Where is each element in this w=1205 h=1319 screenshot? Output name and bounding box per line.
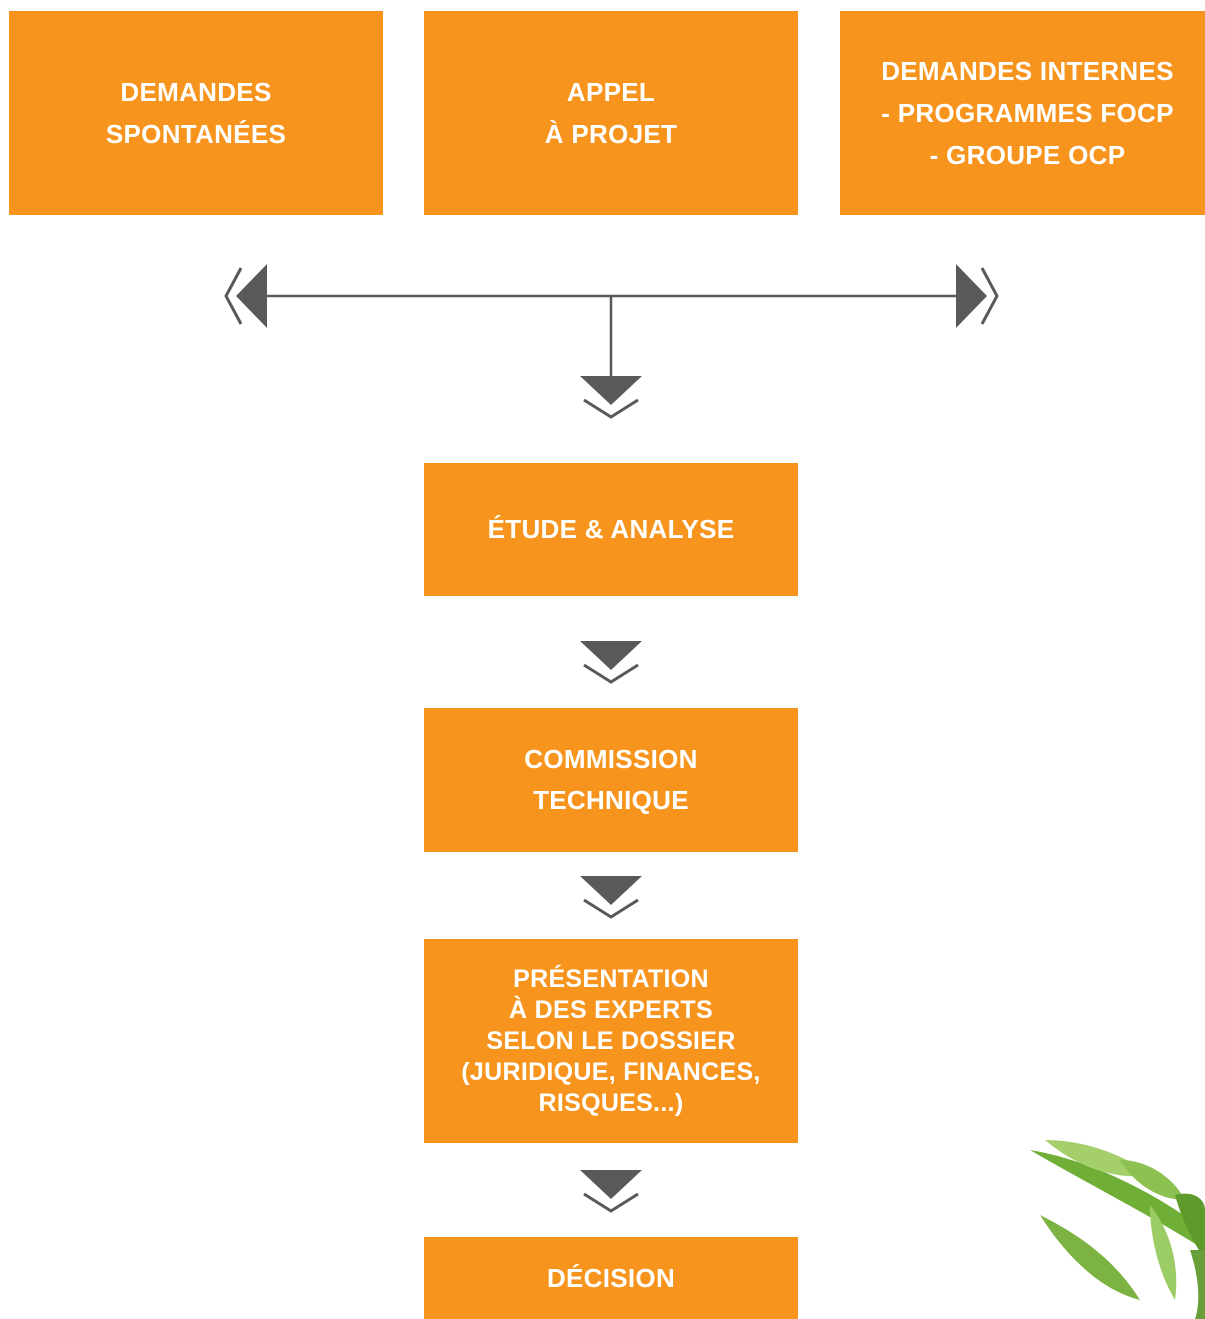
box-line: APPEL [566,77,656,107]
box-line: TECHNIQUE [533,785,689,815]
left-double-chevron-icon [224,264,267,328]
plant-leaves-icon [1030,1140,1205,1319]
box-line: DEMANDES [120,77,272,107]
down-double-chevron-icon [580,376,642,419]
box-line: COMMISSION [524,744,698,774]
box-decision: DÉCISION [424,1237,798,1319]
box-line: RISQUES...) [538,1088,684,1117]
box-line: (JURIDIQUE, FINANCES, [461,1057,761,1086]
down-double-chevron-icon [580,641,642,684]
box-demandes-spontanees: DEMANDES SPONTANÉES [9,11,383,215]
down-double-chevron-icon [580,876,642,919]
box-line: - PROGRAMMES FOCP [881,98,1174,128]
box-appel-a-projet: APPEL À PROJET [424,11,798,215]
box-line: À DES EXPERTS [509,995,713,1024]
box-line: DEMANDES INTERNES [881,56,1174,86]
box-commission-technique: COMMISSION TECHNIQUE [424,708,798,852]
box-line: - GROUPE OCP [929,140,1126,170]
down-double-chevron-icon [580,1170,642,1213]
box-etude-analyse: ÉTUDE & ANALYSE [424,463,798,596]
box-line: SELON LE DOSSIER [486,1026,736,1055]
box-demandes-internes: DEMANDES INTERNES - PROGRAMMES FOCP - GR… [840,11,1205,215]
box-line: À PROJET [544,119,678,149]
box-line: PRÉSENTATION [513,964,709,993]
box-line: ÉTUDE & ANALYSE [487,514,735,544]
box-line: DÉCISION [546,1262,676,1293]
box-presentation-experts: PRÉSENTATION À DES EXPERTS SELON LE DOSS… [424,939,798,1143]
right-double-chevron-icon [956,264,999,328]
box-line: SPONTANÉES [105,119,287,149]
